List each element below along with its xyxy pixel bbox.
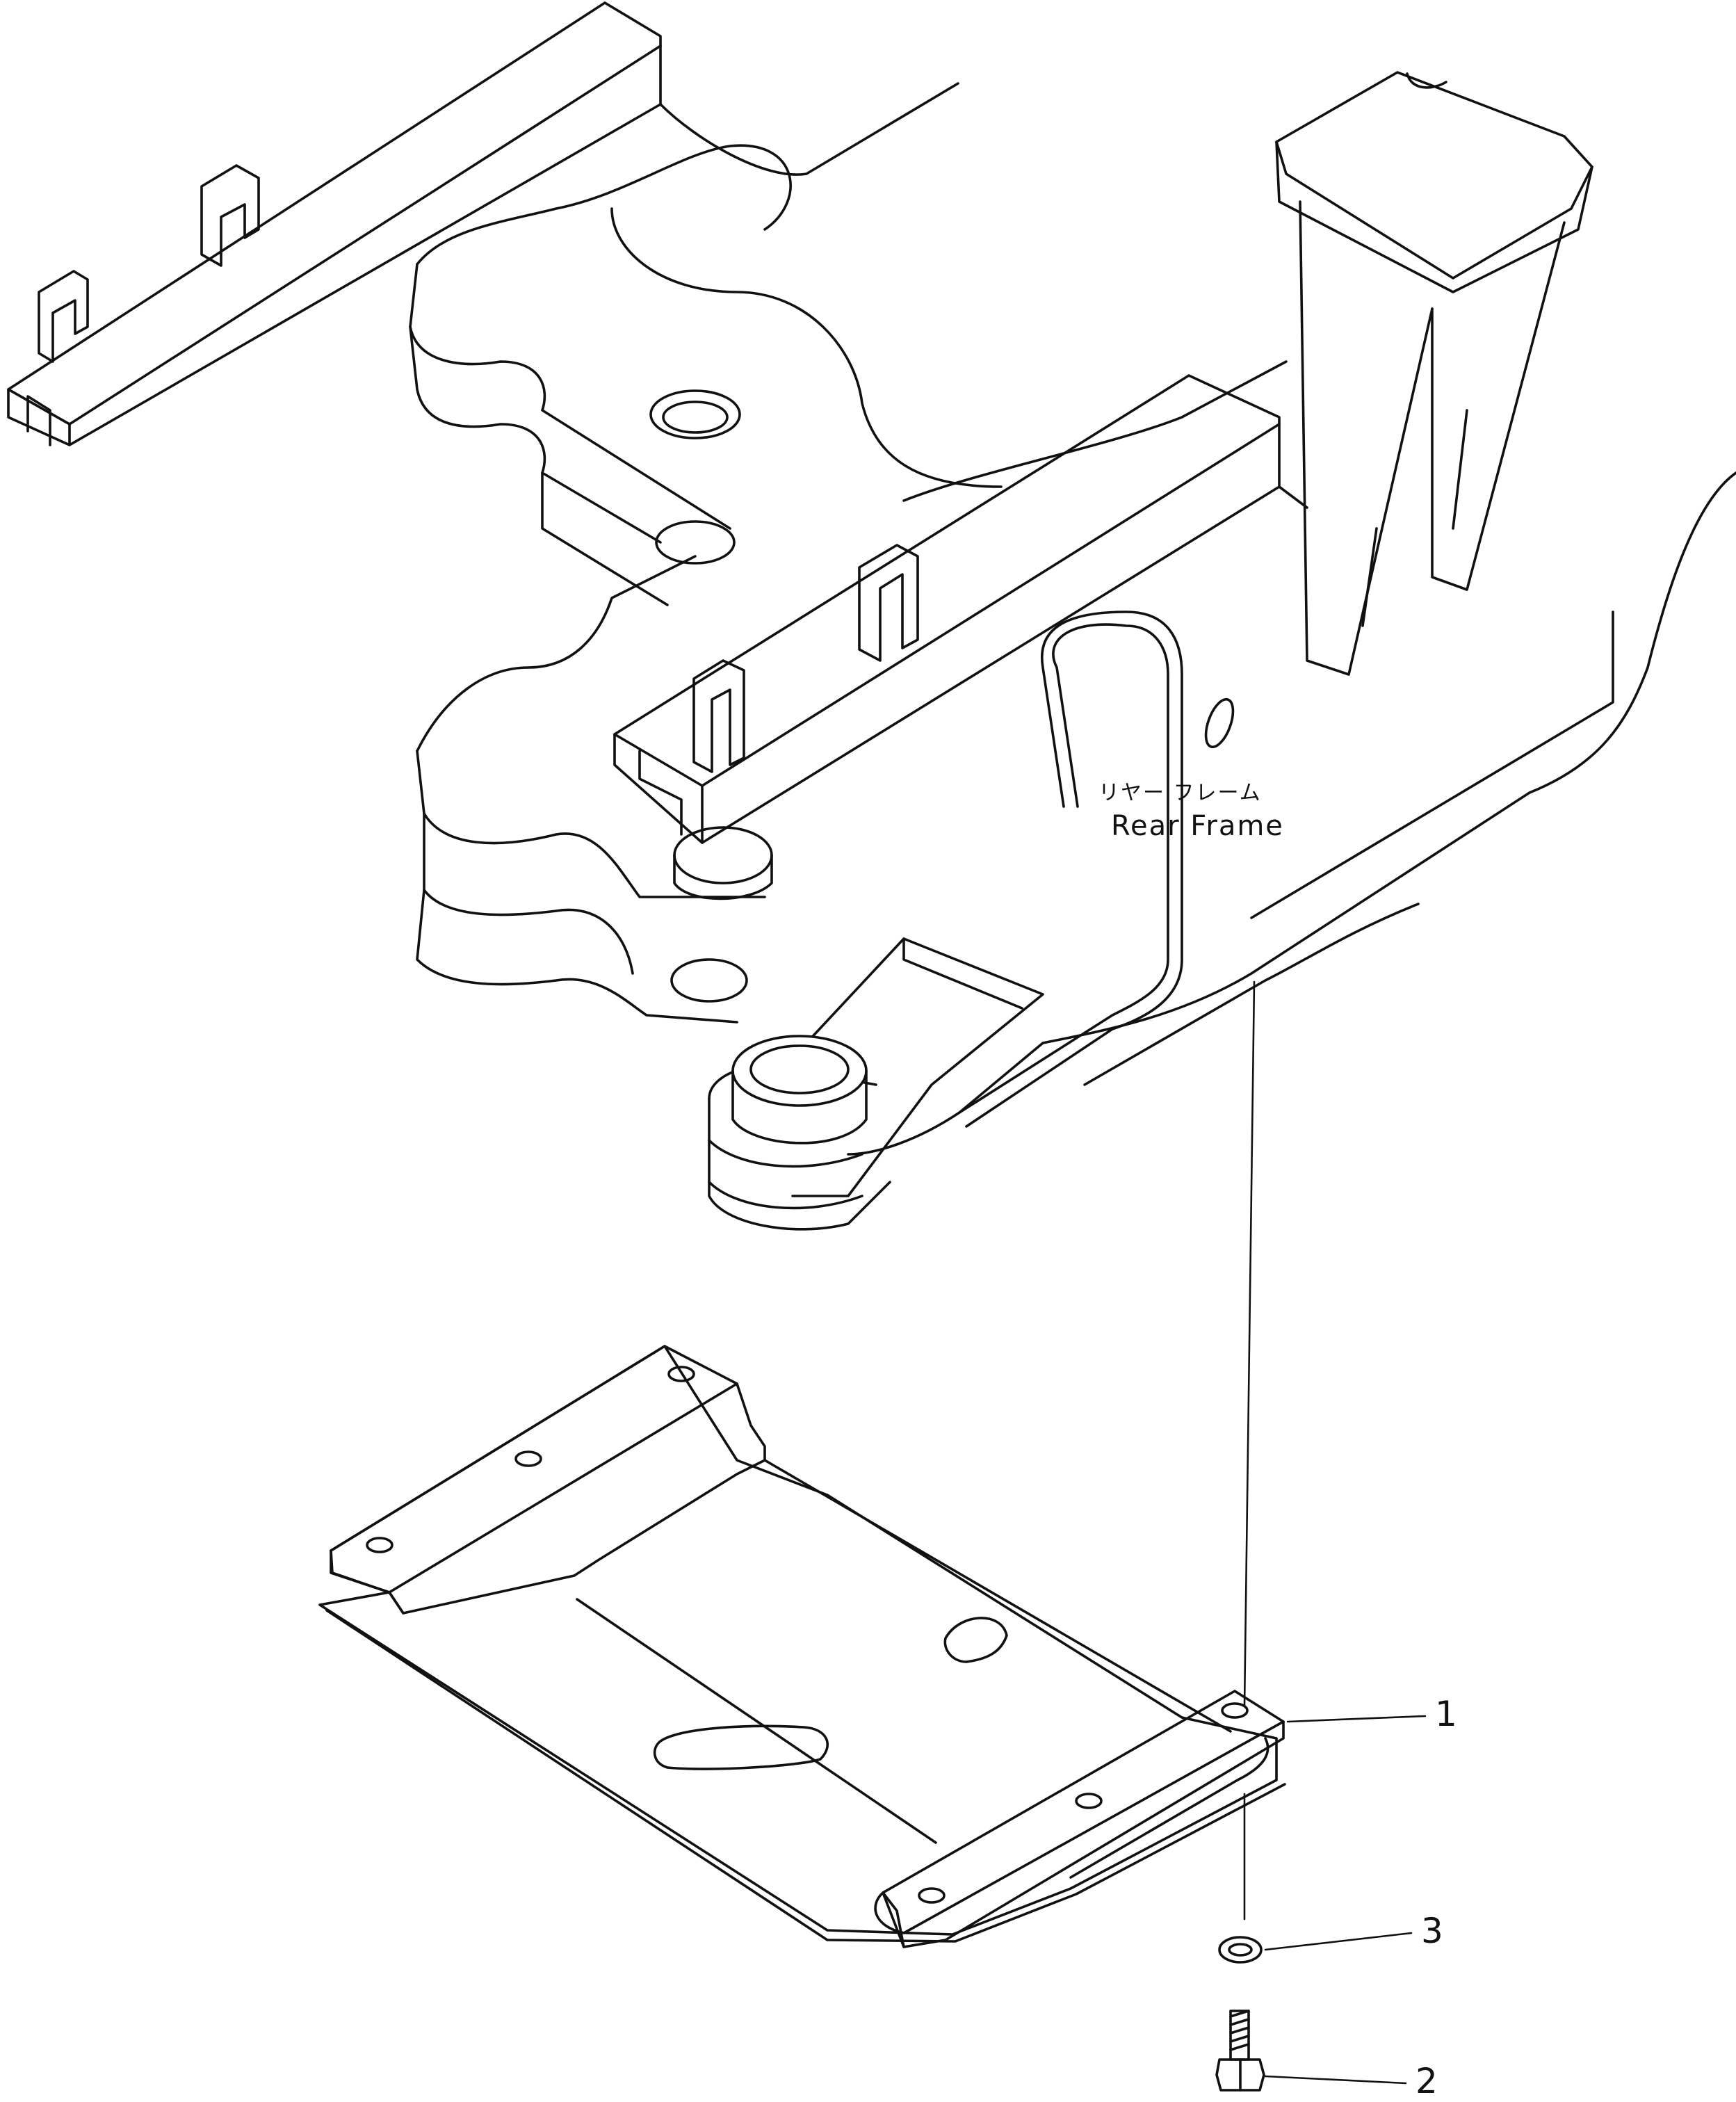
rear-frame-label-jp: リヤー フレーム bbox=[1098, 781, 1262, 805]
callout-number-2: 2 bbox=[1415, 2061, 1438, 2101]
callout-leaders bbox=[1264, 1715, 1427, 2085]
counterweight-post bbox=[1275, 71, 1593, 676]
frame-body bbox=[409, 82, 1736, 1156]
hinge-arm bbox=[708, 937, 1044, 1231]
rear-frame-label-en: Rear Frame bbox=[1111, 810, 1284, 842]
callout-number-1: 1 bbox=[1435, 1694, 1457, 1734]
center-beam bbox=[613, 374, 1308, 844]
callout-number-3: 3 bbox=[1421, 1911, 1443, 1951]
assembly-leader bbox=[1243, 980, 1256, 1921]
washer bbox=[1218, 1936, 1263, 1964]
left-beam bbox=[7, 1, 662, 446]
rear-frame bbox=[7, 1, 1736, 1231]
cover-plate bbox=[318, 1345, 1286, 1948]
frame-bores bbox=[649, 389, 773, 1003]
bolt bbox=[1215, 2010, 1265, 2092]
